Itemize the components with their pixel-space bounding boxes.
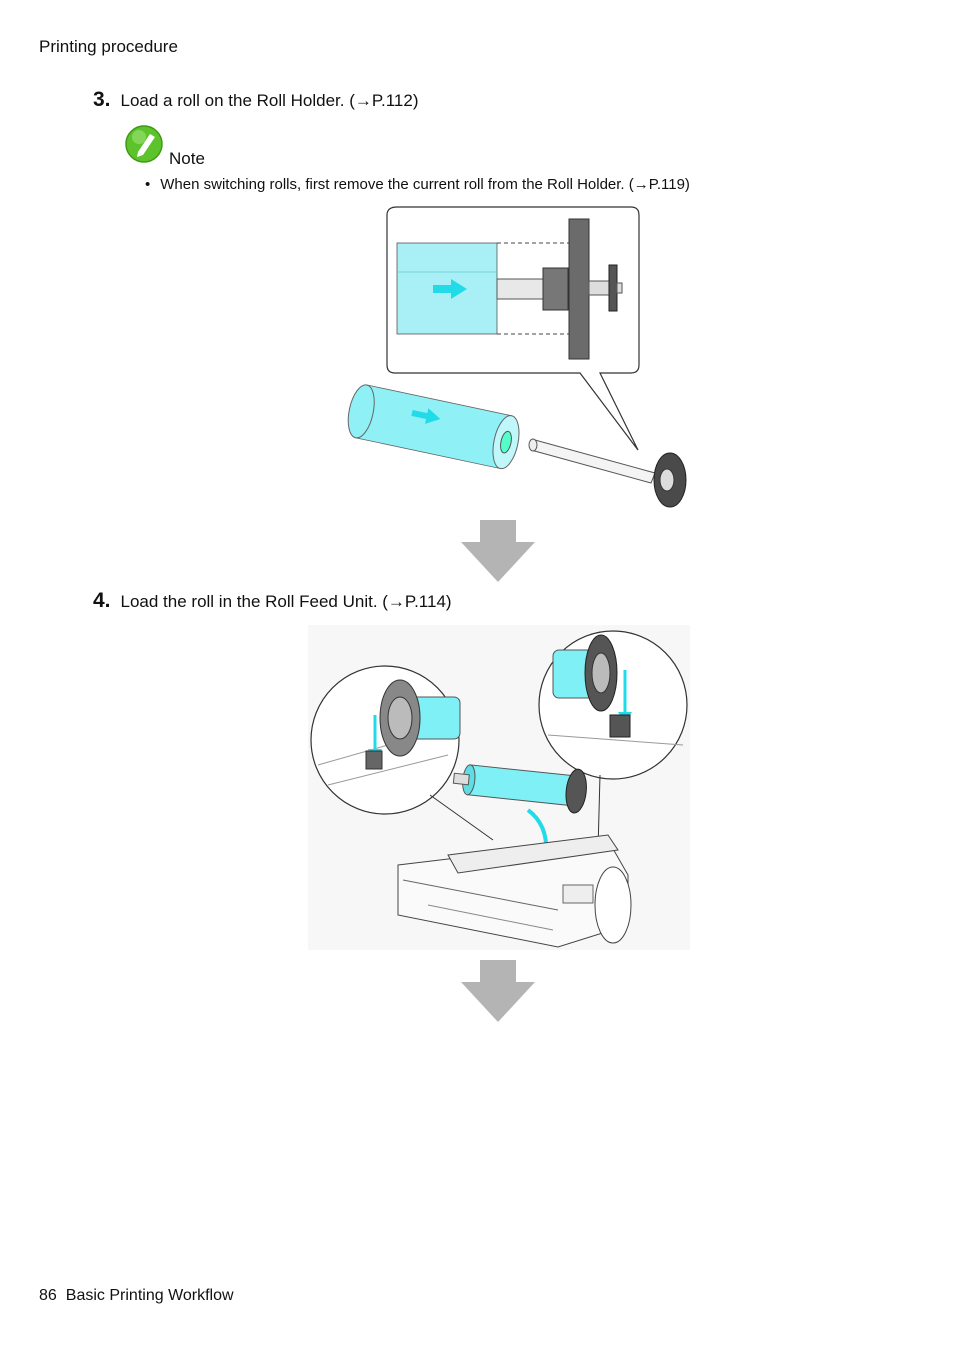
- step-4: 4. Load the roll in the Roll Feed Unit. …: [93, 589, 452, 613]
- page-footer: 86 Basic Printing Workflow: [39, 1287, 234, 1305]
- chapter-title: Basic Printing Workflow: [65, 1287, 234, 1304]
- step-number: 4.: [93, 589, 111, 612]
- down-arrow-icon: [461, 960, 535, 1022]
- step-text: Load a roll on the Roll Holder. (→P.112): [120, 91, 419, 110]
- note-item: • When switching rolls, first remove the…: [145, 176, 690, 193]
- roll-holder-illustration: [347, 206, 687, 508]
- bullet-marker: •: [145, 176, 151, 193]
- roll-feed-unit-illustration: [308, 625, 690, 950]
- step-number: 3.: [93, 88, 111, 111]
- pencil-icon: [125, 125, 163, 163]
- note-label: Note: [169, 149, 205, 168]
- step-3: 3. Load a roll on the Roll Holder. (→P.1…: [93, 88, 419, 112]
- step-text: Load the roll in the Roll Feed Unit. (→P…: [120, 592, 452, 611]
- down-arrow-icon: [461, 520, 535, 582]
- note-text: When switching rolls, first remove the c…: [160, 176, 690, 193]
- running-header: Printing procedure: [39, 37, 178, 56]
- page-number: 86: [39, 1287, 57, 1304]
